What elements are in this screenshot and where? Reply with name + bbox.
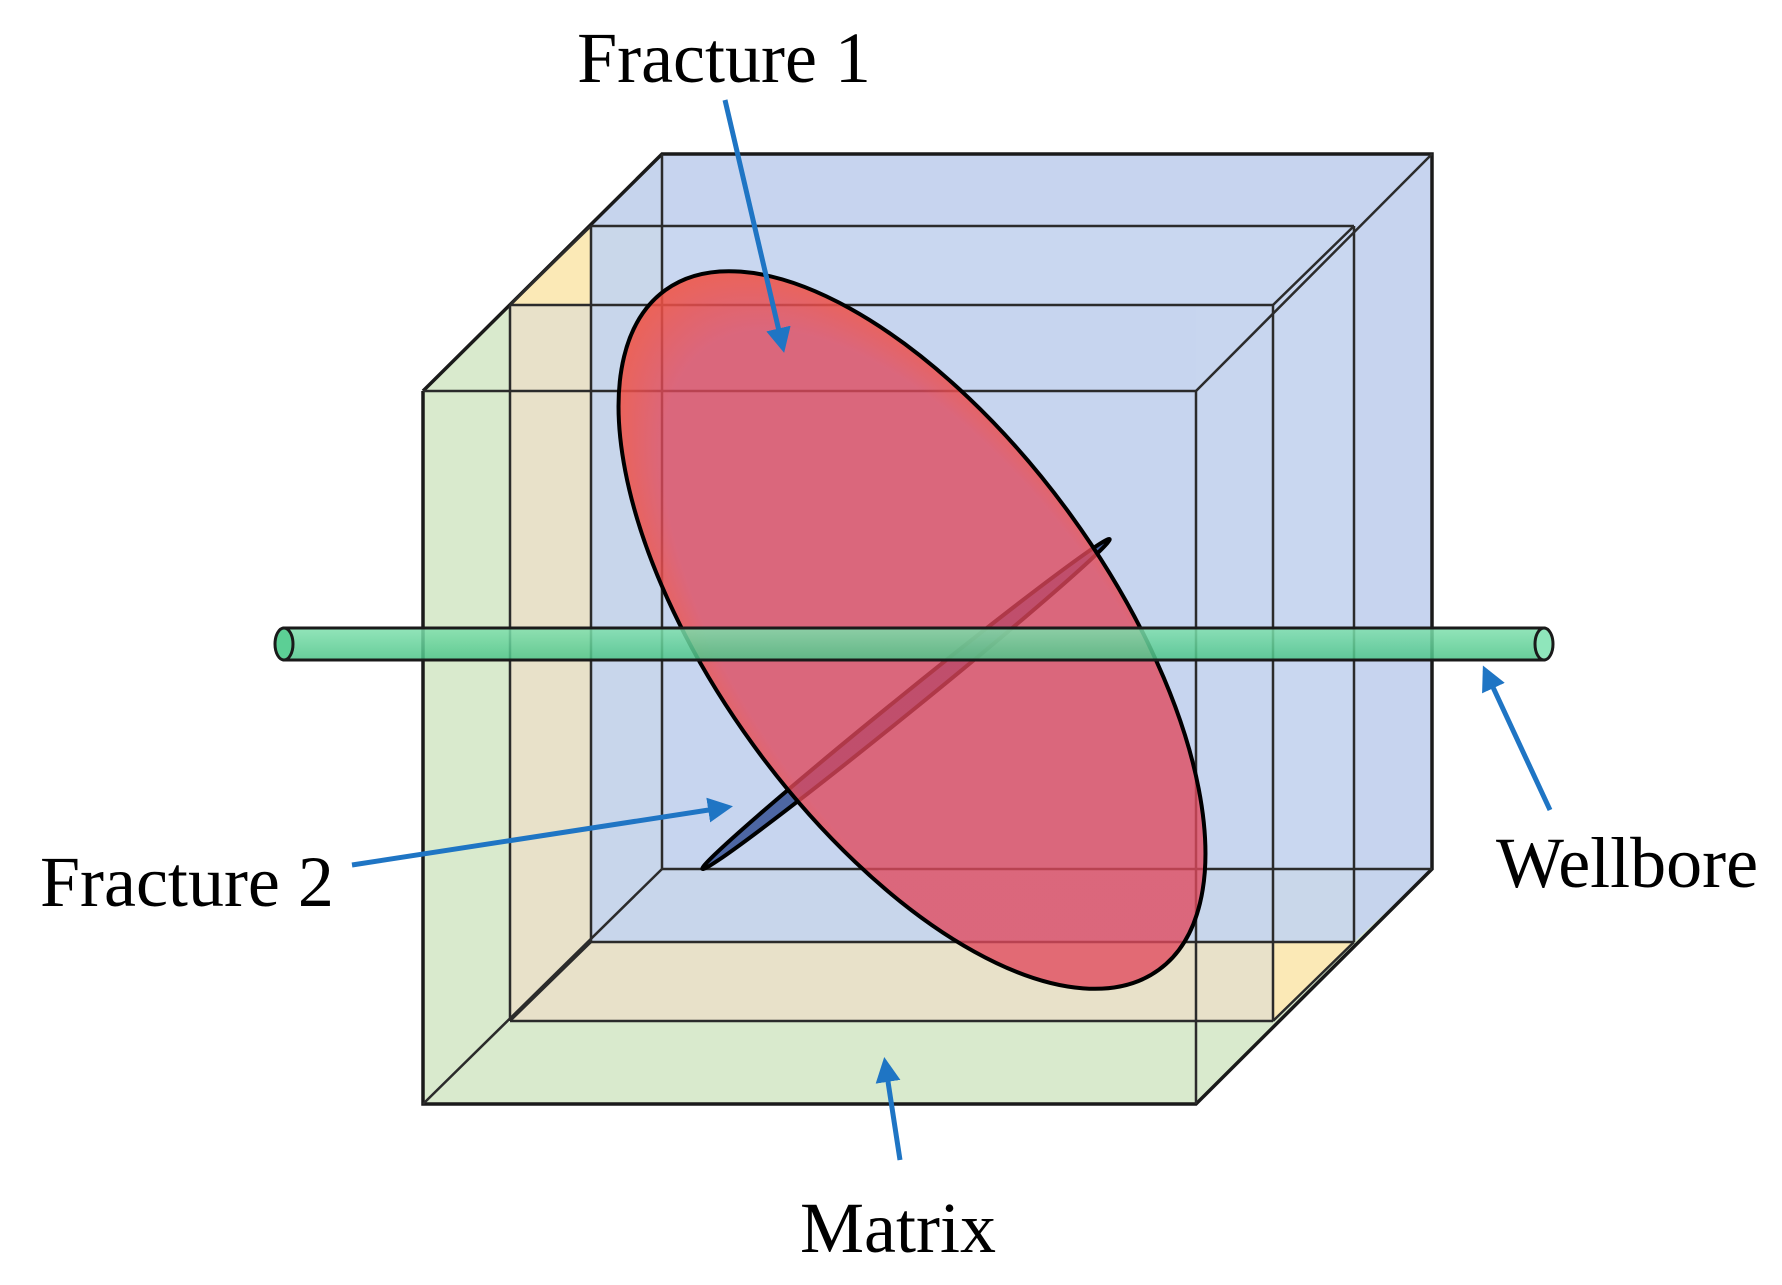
fracture-1-arrow xyxy=(722,99,791,353)
matrix-inner-right-band xyxy=(1354,154,1432,942)
wellbore-right-cap xyxy=(1533,626,1555,662)
matrix-arrow xyxy=(875,1057,903,1161)
fracture-1-label: Fracture 1 xyxy=(577,18,871,98)
wellbore-arrow xyxy=(1482,665,1553,812)
wellbore-cylinder xyxy=(273,626,1555,662)
fracture-2-arrow xyxy=(351,797,733,868)
wellbore-left-cap xyxy=(273,626,295,662)
matrix-inner-top-band xyxy=(591,154,1432,226)
matrix-label: Matrix xyxy=(800,1188,996,1268)
fracture-2-label: Fracture 2 xyxy=(40,842,334,922)
wellbore-body xyxy=(282,626,1546,662)
matrix-middle-box xyxy=(510,226,1354,1021)
wellbore-label: Wellbore xyxy=(1496,823,1758,903)
matrix-middle-left-face xyxy=(510,226,591,1021)
